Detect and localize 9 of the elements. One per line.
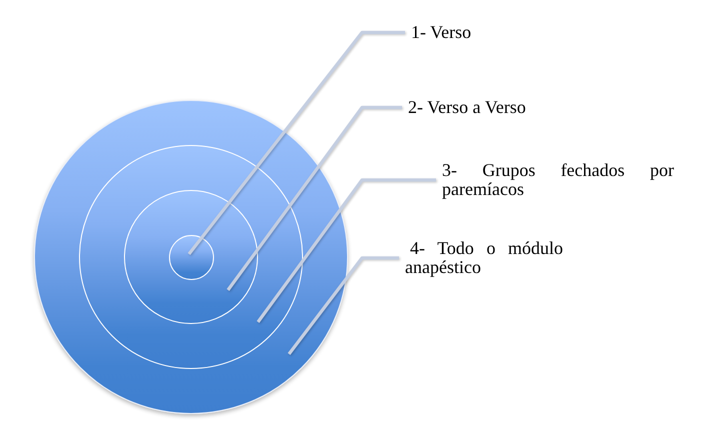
- leader-line: [226, 106, 402, 291]
- level-label: 4- Todo o módulo anapéstico: [405, 239, 563, 277]
- level-label: 1- Verso: [411, 23, 472, 42]
- leader-line: [188, 30, 405, 255]
- leader-line: [256, 178, 436, 323]
- target-center-circle: [168, 234, 214, 280]
- leader-line: [288, 256, 399, 355]
- level-label: 2- Verso a Verso: [408, 98, 526, 117]
- level-label: 3- Grupos fechados por paremíacos: [442, 161, 674, 199]
